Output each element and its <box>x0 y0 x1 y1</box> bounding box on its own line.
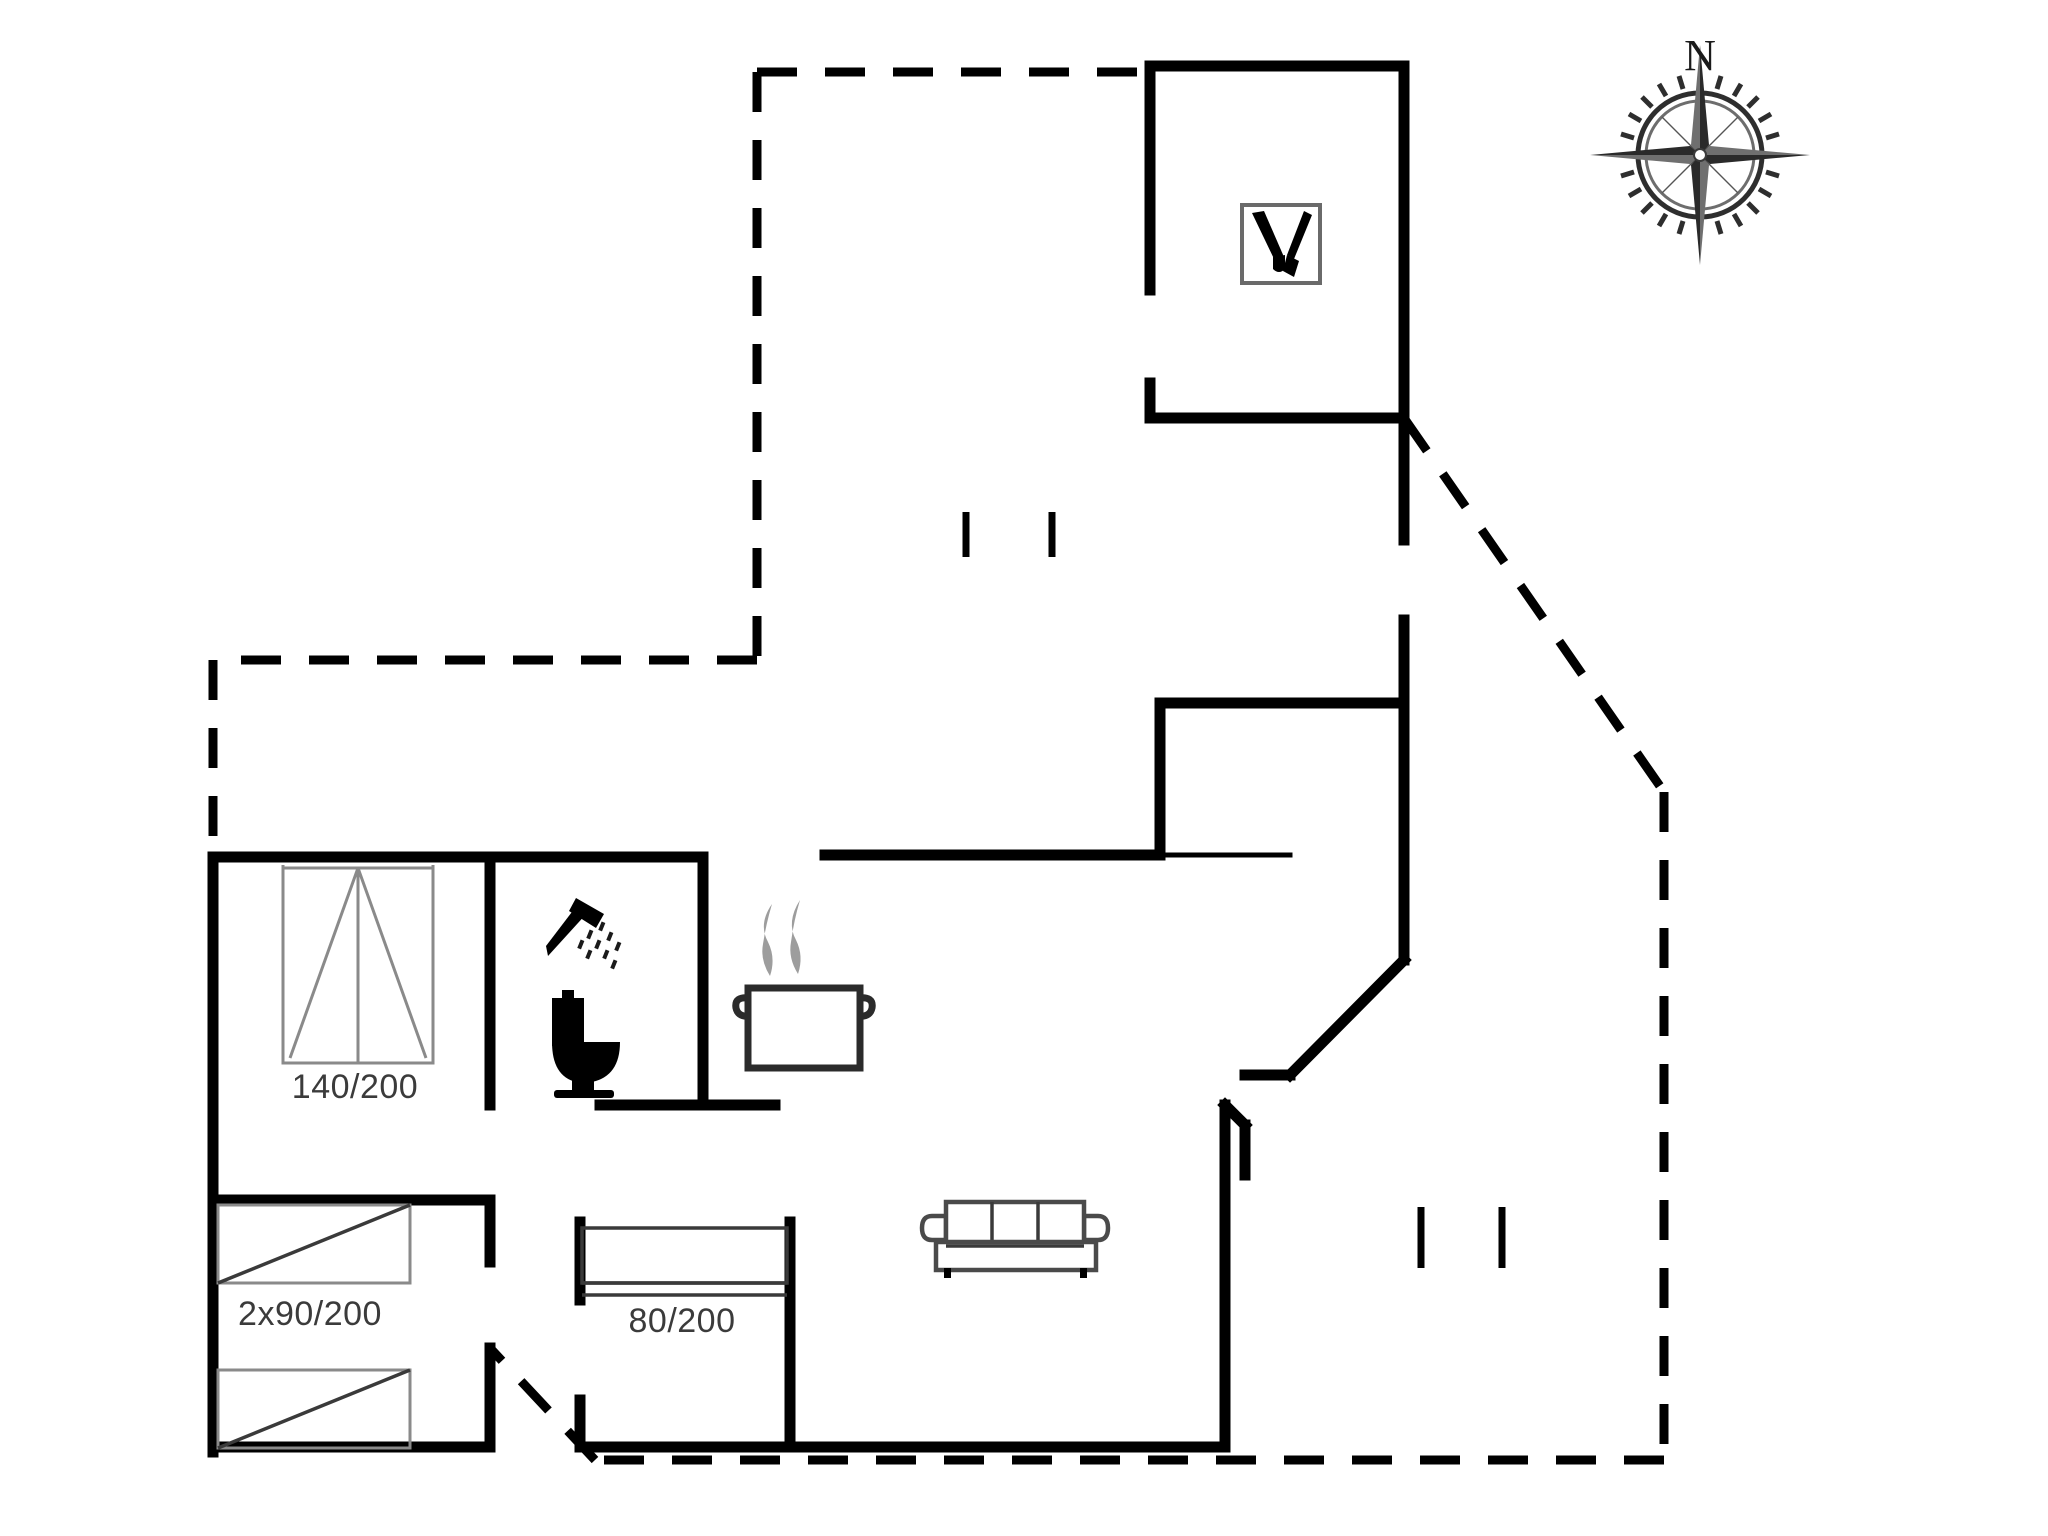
single-bed-label: 80/200 <box>629 1302 736 1340</box>
shower-icon <box>546 898 622 970</box>
twin-beds-label: 2x90/200 <box>238 1295 382 1333</box>
interior-partitions <box>207 851 796 1453</box>
window-marks <box>962 512 1506 1268</box>
sofa-icon <box>919 1199 1111 1278</box>
compass-rose <box>1590 45 1810 265</box>
double-bed-label: 140/200 <box>292 1068 418 1106</box>
single-bed-furniture <box>580 1226 789 1297</box>
twin-beds-furniture <box>216 1203 412 1450</box>
shed-walls <box>1144 60 1410 546</box>
toilet-icon <box>552 990 620 1098</box>
cooking-pot-icon <box>732 900 876 1072</box>
garden-tools-icon <box>1240 203 1322 285</box>
compass-north-label: N <box>1684 31 1716 80</box>
double-bed-furniture <box>281 865 435 1065</box>
